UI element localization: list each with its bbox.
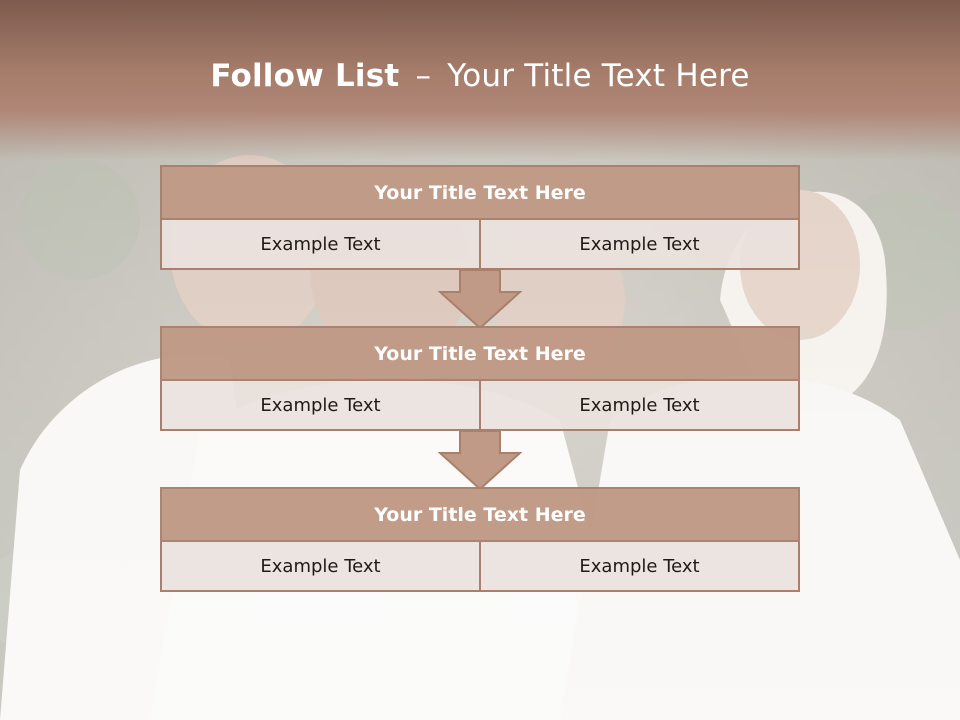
title-band [0,0,960,160]
flow-block-title: Your Title Text Here [160,165,800,220]
flow-block-row: Example Text Example Text [160,381,800,431]
flow-block-3: Your Title Text Here Example Text Exampl… [160,487,800,592]
flow-block-cell-left: Example Text [162,542,479,590]
flow-block-cell-right: Example Text [479,381,798,429]
flow-block-title: Your Title Text Here [160,326,800,381]
flow-block-row: Example Text Example Text [160,220,800,270]
flow-block-title: Your Title Text Here [160,487,800,542]
down-arrow-icon [438,270,522,330]
flow-block-cell-right: Example Text [479,220,798,268]
flow-block-row: Example Text Example Text [160,542,800,592]
flow-block-cell-right: Example Text [479,542,798,590]
slide-title-separator: – [415,58,432,94]
flow-block-1: Your Title Text Here Example Text Exampl… [160,165,800,270]
flow-block-2: Your Title Text Here Example Text Exampl… [160,326,800,431]
slide-title-rest: Your Title Text Here [447,58,750,94]
flow-block-cell-left: Example Text [162,220,479,268]
slide-title-bold: Follow List [210,58,400,94]
flow-block-cell-left: Example Text [162,381,479,429]
down-arrow-icon [438,431,522,491]
slide-title: Follow List – Your Title Text Here [0,52,960,100]
